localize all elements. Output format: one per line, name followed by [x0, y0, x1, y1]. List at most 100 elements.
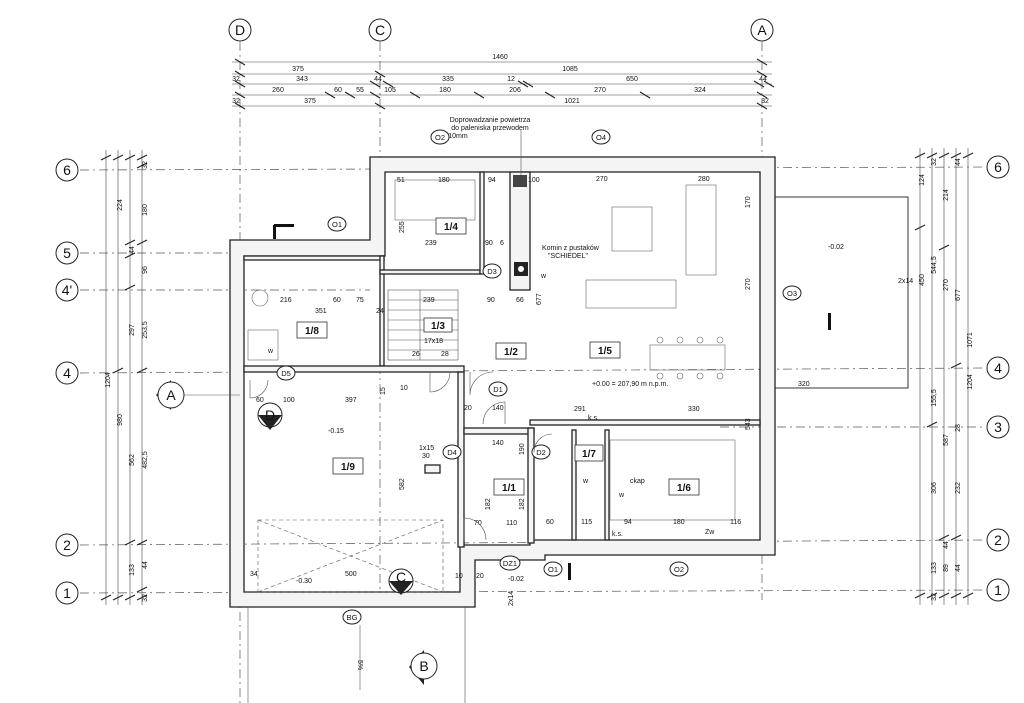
dim-left: 133 [129, 564, 136, 576]
dim-inner: 30 [422, 453, 430, 460]
dim-inner: 60 [546, 519, 554, 526]
slope-note: 5% [356, 660, 363, 670]
air-supply-note-line1: Doprowadzanie powietrza [450, 117, 531, 124]
dim-right: 28 [955, 424, 962, 432]
dim-right: 677 [955, 289, 962, 301]
dim-top: 32 [761, 98, 769, 105]
axis-bubble-2-right: 2 [986, 528, 1010, 552]
dim-right: 544,5 [931, 256, 938, 274]
dim-right: 232 [955, 482, 962, 494]
bg-marker: BG [342, 609, 362, 625]
svg-text:O3: O3 [787, 289, 797, 298]
window-bubble-o2-bottom: O2 [669, 561, 689, 577]
dim-left: 980 [117, 414, 124, 426]
svg-text:1: 1 [994, 582, 1002, 598]
svg-text:3: 3 [994, 419, 1002, 435]
dim-left: 180 [142, 204, 149, 216]
svg-text:D3: D3 [487, 267, 497, 276]
svg-text:O1: O1 [332, 220, 342, 229]
svg-text:D: D [235, 22, 245, 38]
gutter-note: ckap [630, 478, 645, 485]
terrace-outline [775, 196, 909, 389]
axis-bubble-6-left: 6 [55, 158, 79, 182]
dim-inner: 115 [581, 519, 592, 526]
dim-inner: 94 [624, 519, 632, 526]
chimney-block [513, 175, 528, 276]
edge-marker [273, 225, 276, 239]
dim-right: 44 [955, 564, 962, 572]
door-swings [249, 371, 553, 541]
dim-inner: 330 [688, 406, 700, 413]
dim-inner: 270 [745, 278, 752, 290]
dim-inner: 351 [315, 308, 327, 315]
dim-top: 180 [439, 87, 451, 94]
svg-text:O2: O2 [674, 565, 684, 574]
dim-inner: 239 [423, 297, 435, 304]
small-stair-note: 1x15 [419, 445, 434, 452]
dim-right: 1071 [967, 332, 974, 348]
dim-right: 89 [943, 564, 950, 572]
air-supply-note-line3: 10mm [448, 133, 468, 140]
dim-top: 32 [232, 76, 240, 83]
svg-text:C: C [396, 569, 406, 585]
dim-top: 335 [442, 76, 454, 83]
dim-right: 124 [919, 174, 926, 186]
stair-note: 17x18 [424, 338, 443, 345]
level-garage: -0.15 [328, 428, 344, 435]
door-bubble-d4: D4 [442, 444, 462, 460]
dim-inner: 216 [280, 297, 292, 304]
room-label-1-8: 1/8 [296, 321, 328, 339]
svg-text:DZ1: DZ1 [503, 559, 517, 568]
door-bubble-d2: D2 [531, 444, 551, 460]
dim-top: 44 [759, 76, 767, 83]
svg-text:1/1: 1/1 [502, 483, 516, 494]
dim-inner: 190 [519, 443, 526, 455]
dim-left: 44 [129, 246, 136, 254]
level-terrace: -0.02 [828, 244, 844, 251]
dim-left: 1204 [105, 372, 112, 388]
ext-step-note: 2x14 [508, 591, 515, 606]
dim-right: 306 [931, 482, 938, 494]
svg-text:O4: O4 [596, 133, 606, 142]
axis-bubble-4p-left: 4' [55, 278, 79, 302]
dim-left: 297 [129, 324, 136, 336]
dim-inner: 24 [376, 308, 384, 315]
dim-left: 96 [142, 266, 149, 274]
level-entry: -0.02 [508, 576, 524, 583]
svg-text:1/6: 1/6 [677, 483, 691, 494]
dim-right: 214 [943, 189, 950, 201]
dim-top: 1085 [562, 66, 578, 73]
dim-inner: 116 [730, 519, 741, 526]
axis-bubble-6-right: 6 [986, 155, 1010, 179]
svg-text:4: 4 [994, 360, 1002, 376]
dim-inner: 397 [345, 397, 357, 404]
axis-bubble-c: C [368, 18, 392, 42]
room-label-1-1: 1/1 [493, 478, 525, 496]
dim-left: 32 [142, 161, 149, 169]
dim-left: 44 [142, 561, 149, 569]
svg-text:2: 2 [994, 532, 1002, 548]
svg-text:D2: D2 [536, 448, 546, 457]
door-bubble-d1: D1 [488, 381, 508, 397]
dim-top: 375 [292, 66, 304, 73]
window-bubble-o3: O3 [782, 285, 802, 301]
dim-inner: 70 [474, 520, 482, 527]
dim-inner: w [267, 348, 274, 355]
dim-top: 650 [626, 76, 638, 83]
dim-inner: 34 [250, 571, 258, 578]
window-bubble-o4: O4 [591, 129, 611, 145]
terrace-step-note: 2x14 [898, 278, 913, 285]
ks-note-bottom: k.s. [612, 531, 623, 538]
dim-inner: 170 [745, 196, 752, 208]
svg-text:6: 6 [63, 162, 71, 178]
svg-text:D4: D4 [447, 448, 457, 457]
dim-inner: 20 [464, 405, 472, 412]
dim-top: 324 [694, 87, 706, 94]
section-marker-b: B [409, 650, 438, 685]
svg-text:D: D [265, 407, 275, 423]
svg-text:1/9: 1/9 [341, 462, 355, 473]
dim-inner: 180 [673, 519, 685, 526]
svg-text:1/7: 1/7 [582, 449, 596, 460]
dim-inner: 291 [574, 406, 586, 413]
